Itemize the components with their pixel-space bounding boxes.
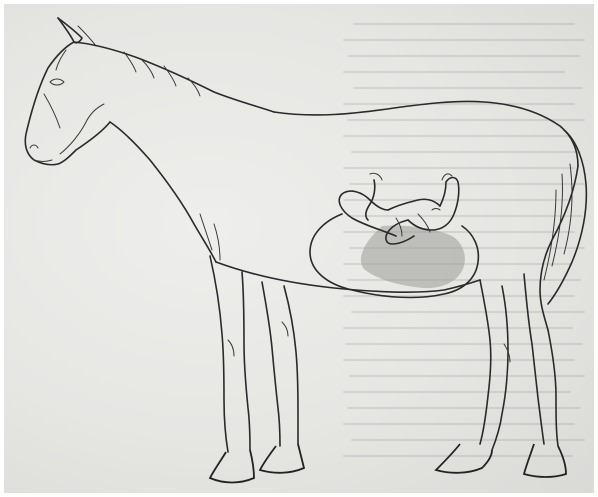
horse-forelock [56, 50, 66, 70]
horse-mane [74, 42, 274, 112]
horse-foreleg-left-front-edge [262, 282, 280, 446]
foal-ear [442, 174, 452, 180]
horse-tail-strands [544, 164, 572, 280]
horse-hind-leg-right-back-edge [548, 330, 558, 446]
horse-tail [548, 130, 586, 304]
horse-hindquarter [540, 166, 578, 330]
foal-back [388, 199, 440, 210]
horse-shoulder-detail [200, 214, 220, 260]
foal-head [408, 178, 459, 231]
horse-foreleg-right-front-edge [210, 256, 228, 452]
horse-head-outline [25, 18, 110, 165]
horse-eye [50, 79, 64, 85]
illustration-frame [4, 4, 594, 493]
horse-fore-hoof-left [260, 444, 304, 473]
horse-face-line [44, 94, 60, 128]
foal-hind-hoof [370, 173, 382, 180]
horse-back [274, 101, 578, 166]
horse-mouth [34, 160, 52, 162]
horse-nostril [30, 145, 38, 148]
horse-drawing [4, 4, 594, 493]
horse-hind-leg-left-back-edge [492, 286, 508, 450]
horse-fore-hoof-right [210, 450, 254, 483]
horse-mane-strands [124, 52, 200, 96]
uterus-shading [361, 226, 465, 289]
horse-hind-hoof-left [436, 444, 492, 473]
horse-ear-front [58, 18, 82, 43]
horse-hind-hoof-right [524, 444, 566, 477]
horse-foreleg-right-back-edge [242, 272, 250, 450]
horse-throat [110, 122, 216, 262]
horse-foreleg-left-back-edge [284, 286, 298, 444]
horse-hind-leg-left-front-edge [480, 280, 491, 444]
foal-eye [432, 209, 440, 211]
